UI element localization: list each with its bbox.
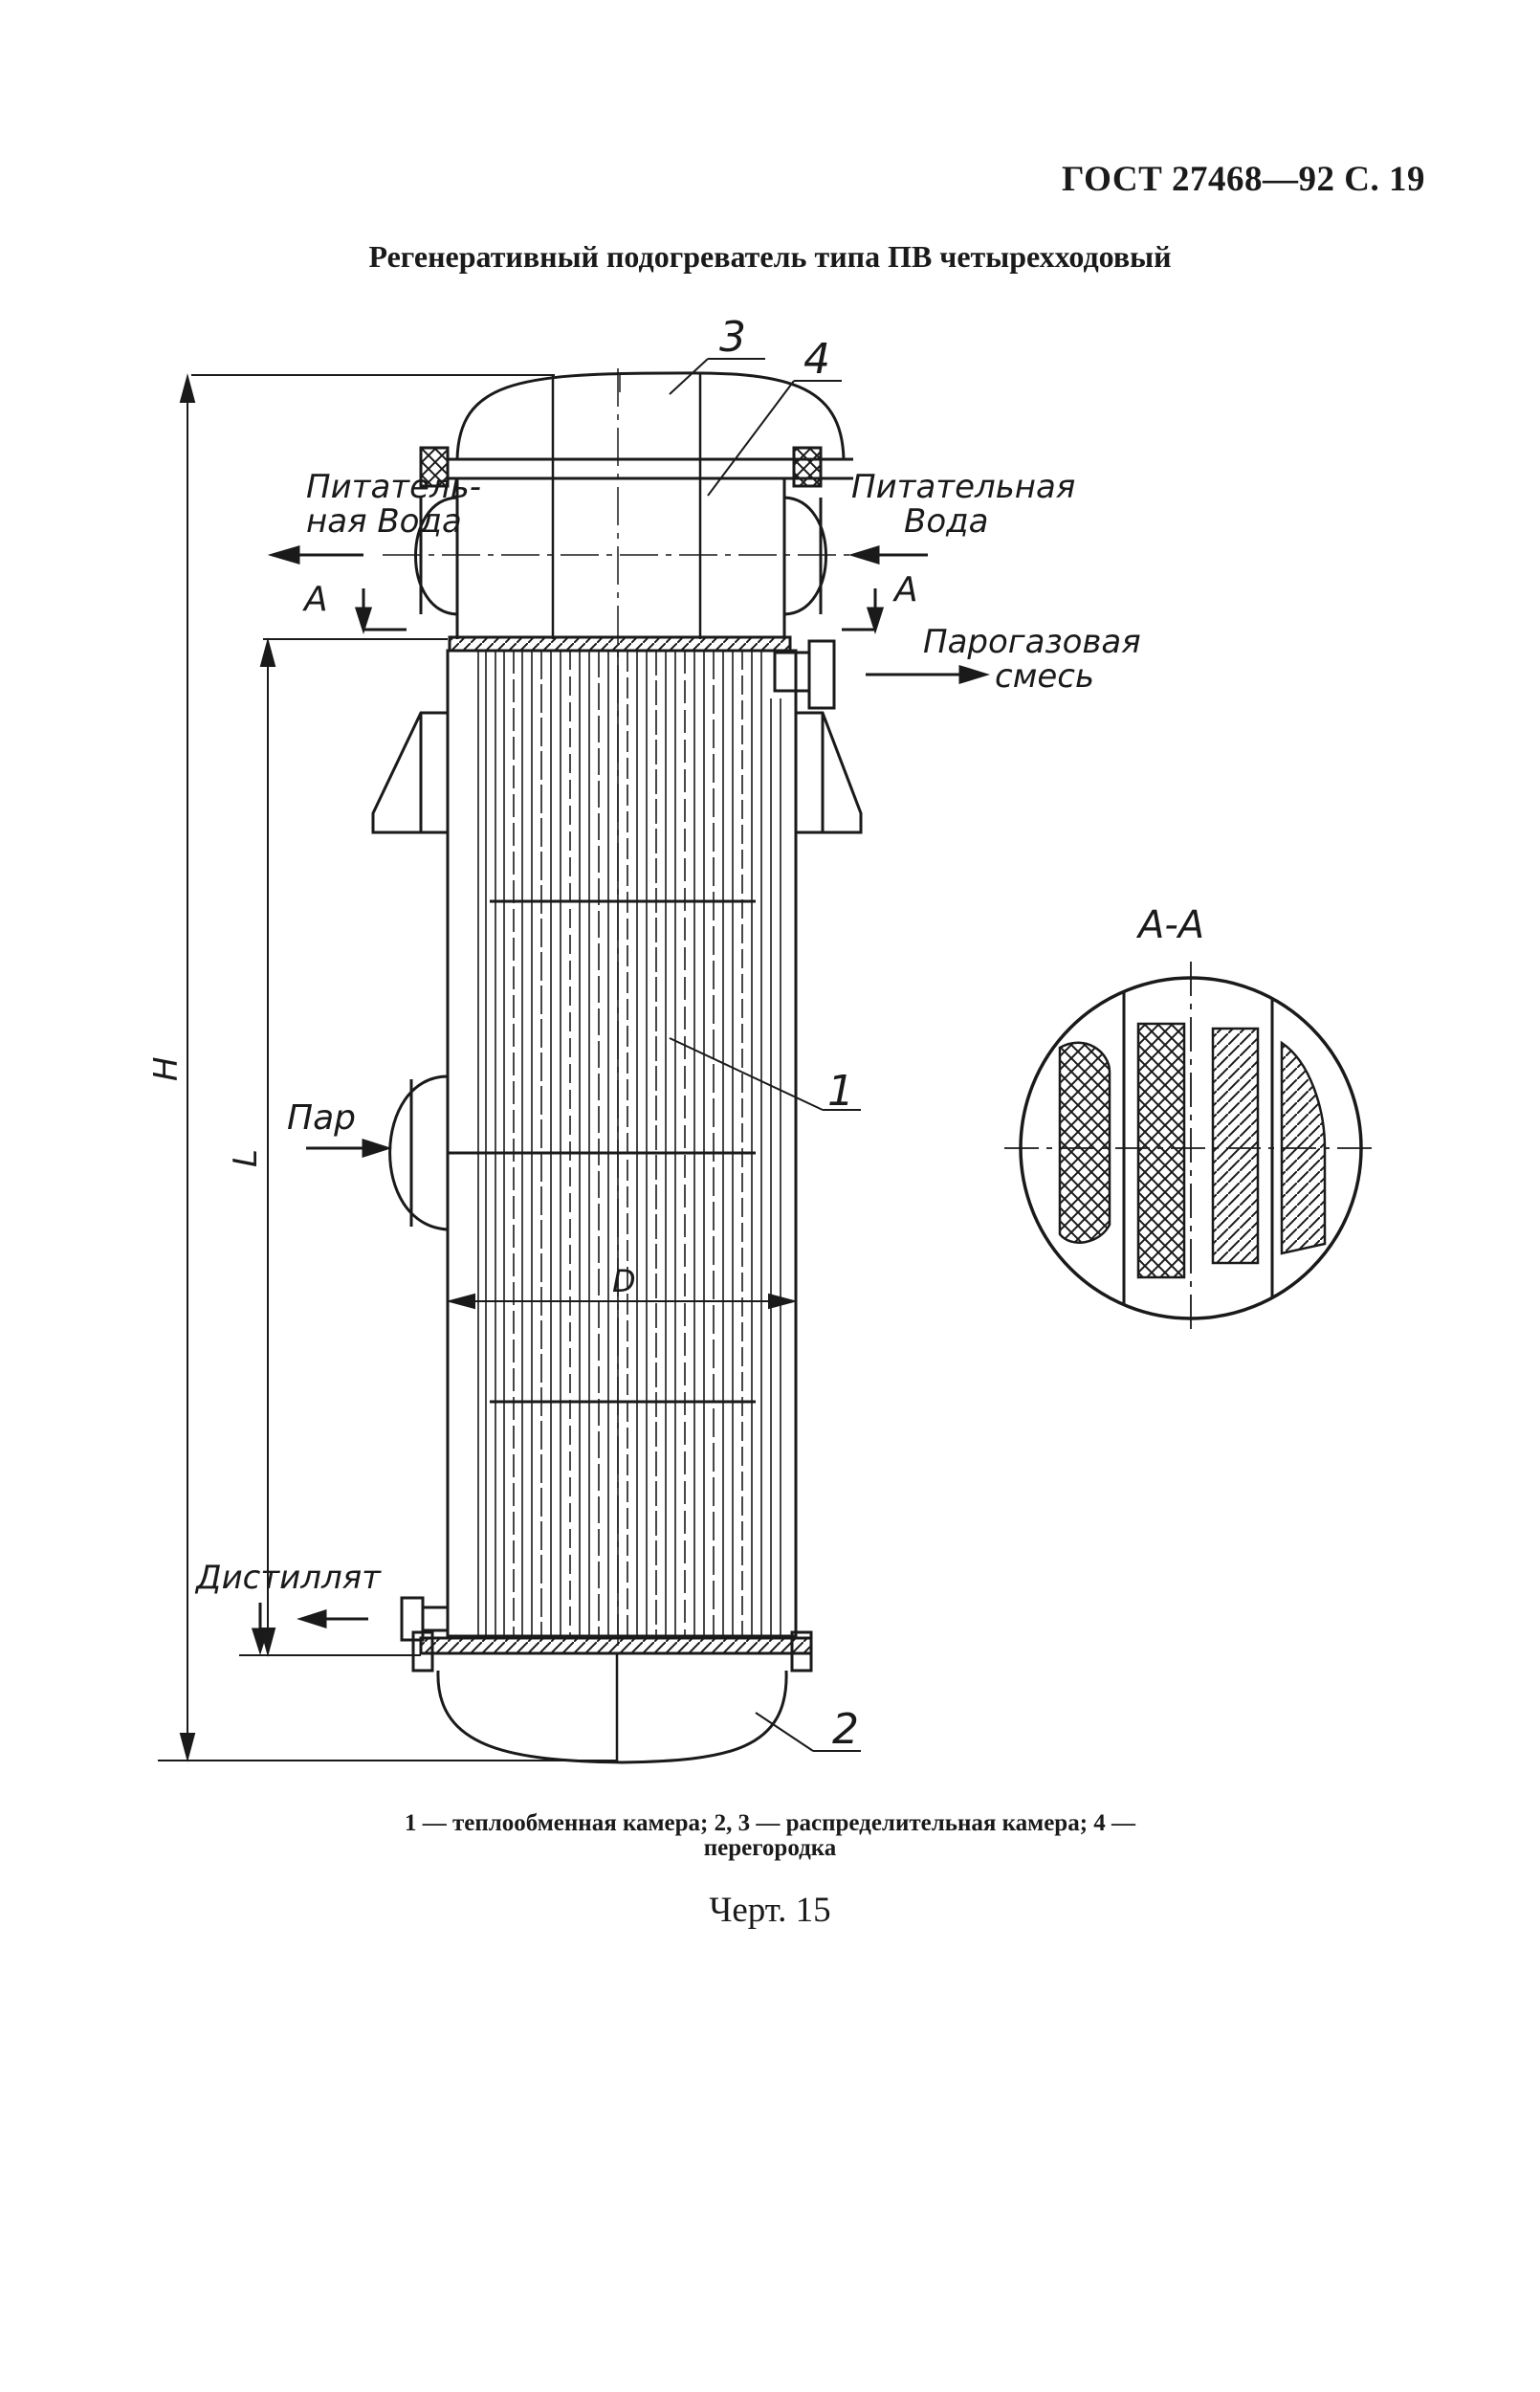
left-feed-nozzle <box>414 496 458 616</box>
callout-1: 1 <box>827 1067 854 1116</box>
bottom-head <box>436 1670 788 1764</box>
heater-drawing: Питатель- ная Вода Питательная Вода А А … <box>147 313 1377 1764</box>
label-steam: Пар <box>287 1098 356 1138</box>
legend-line-1: 1 — теплообменная камера; 2, 3 — распред… <box>404 1810 1136 1836</box>
label-steam-gas-1: Парогазовая <box>923 623 1141 661</box>
right-support <box>796 711 863 834</box>
shell <box>446 649 798 1638</box>
callout-3: 3 <box>719 313 746 362</box>
bottom-tube-sheet <box>419 1636 813 1655</box>
standard-number: ГОСТ 27468—92 С. 19 <box>1062 160 1425 199</box>
section-mark-right: А <box>892 570 918 609</box>
label-feed-water-left-2: ная Вода <box>306 502 462 541</box>
dimension-l: L <box>227 1149 265 1167</box>
left-support <box>371 711 448 834</box>
top-head <box>455 371 846 460</box>
steam-gas-outlet <box>773 651 811 693</box>
dimension-d: D <box>612 1263 636 1299</box>
label-feed-water-right-1: Питательная <box>851 468 1075 506</box>
label-feed-water-right-2: Вода <box>904 502 988 541</box>
label-distillate: Дистиллят <box>194 1559 382 1597</box>
label-steam-gas-2: смесь <box>995 657 1094 696</box>
section-view-label: А-А <box>1135 903 1204 947</box>
legend-line-2: перегородка <box>703 1835 837 1861</box>
right-feed-nozzle <box>783 496 827 616</box>
section-view-aa <box>1004 962 1377 1335</box>
callout-4: 4 <box>803 335 830 384</box>
legend: 1 — теплообменная камера; 2, 3 — распред… <box>191 1811 1349 1861</box>
drawing-title: Регенеративный подогреватель типа ПВ чет… <box>368 239 1172 274</box>
label-feed-water-left-1: Питатель- <box>306 468 481 506</box>
figure-caption: Черт. 15 <box>709 1891 831 1930</box>
section-mark-left: А <box>302 580 328 619</box>
callout-2: 2 <box>832 1705 859 1754</box>
dimension-h: H <box>147 1056 186 1081</box>
tube-bundle <box>477 651 781 1638</box>
steam-inlet <box>388 1074 449 1231</box>
baffles <box>448 899 756 1404</box>
top-tube-sheet <box>448 635 792 653</box>
top-right-flange <box>792 446 823 488</box>
